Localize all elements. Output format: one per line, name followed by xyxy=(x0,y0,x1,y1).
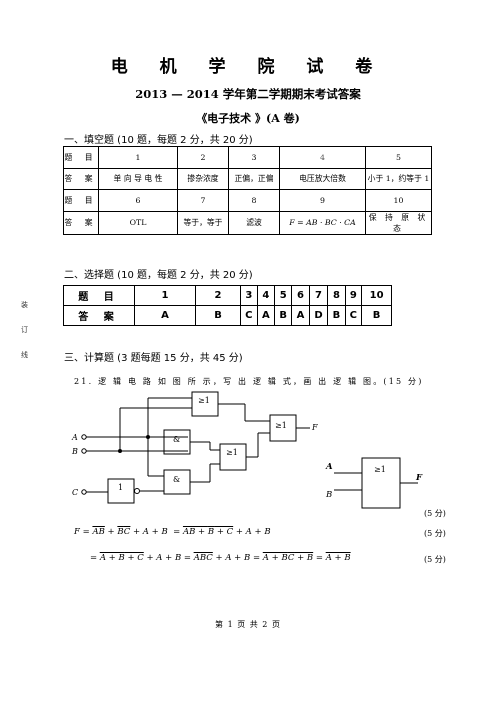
exam-subtitle: 2013 — 2014 学年第二学期期末考试答案 xyxy=(135,87,361,101)
table-row: 答 案 单 向 导 电 性 掺杂浓度 正偏，正偏 电压放大倍数 小于 1，约等于… xyxy=(63,167,432,190)
table-row: 题 目 1 2 3 4 5 6 7 8 9 10 xyxy=(63,285,392,306)
choice-answer-table: 题 目 1 2 3 4 5 6 7 8 9 10 答 案 A B C A B A… xyxy=(63,285,392,326)
table-row: 题 目 6 7 8 9 10 xyxy=(63,189,432,212)
section1-heading: 一、填空题 (10 题，每题 2 分，共 20 分) xyxy=(64,135,253,146)
course-name: 《电子技术 》(A 卷) xyxy=(196,112,300,125)
circuit-input-c: C xyxy=(72,488,78,497)
logic-circuit-diagram: A B C F ≥1 & 1 & ≥1 ≥1 xyxy=(71,391,318,504)
score-2: (5 分) xyxy=(424,529,446,538)
answer-gate-symbol: ≥1 xyxy=(374,465,386,474)
or-gate-label: ≥1 xyxy=(226,448,238,457)
or-gate-label: ≥1 xyxy=(198,396,210,405)
binding-mark-3: 线 xyxy=(21,351,28,359)
fill-in-answer-table: 题 目 1 2 3 4 5 答 案 单 向 导 电 性 掺杂浓度 正偏，正偏 电… xyxy=(63,146,432,235)
answer-output-f: F xyxy=(415,473,423,483)
binding-mark-2: 订 xyxy=(21,326,28,334)
derivation-line-2: = A + B + C + A + B = ABC + A + B = A + … xyxy=(90,553,351,563)
score-3: (5 分) xyxy=(424,555,446,564)
page-footer: 第 1 页 共 2 页 xyxy=(215,620,281,629)
table-row: 题 目 1 2 3 4 5 xyxy=(63,146,432,169)
circuit-output-f: F xyxy=(311,423,318,432)
table-row: 答 案 A B C A B A D B C B xyxy=(63,305,392,326)
derivation-line-1: F = AB + BC + A + B = AB + B + C + A + B xyxy=(74,527,271,537)
answer-input-b: B xyxy=(325,490,332,500)
table-row: 答 案 OTL 等于，等于 滤波 F = AB · BC · CA 保 持 原 … xyxy=(63,210,432,235)
and-gate-label: & xyxy=(173,435,180,444)
answer-input-a: A xyxy=(325,462,333,472)
section3-heading: 三、计算题 (3 题每题 15 分，共 45 分) xyxy=(64,353,243,364)
formula-cell: F = AB · BC · CA xyxy=(279,210,366,235)
circuit-input-b: B xyxy=(71,447,78,456)
and-gate-label: & xyxy=(173,475,180,484)
answer-logic-symbol: A B F ≥1 xyxy=(325,457,423,509)
section2-heading: 二、选择题 (10 题，每题 2 分，共 20 分) xyxy=(64,270,253,281)
not-gate-label: 1 xyxy=(118,483,123,492)
score-1: (5 分) xyxy=(424,509,446,518)
circuit-input-a: A xyxy=(71,433,78,442)
or-gate-label: ≥1 xyxy=(275,421,287,430)
question-21: 21. 逻 辑 电 路 如 图 所 示，写 出 逻 辑 式，画 出 逻 辑 图。… xyxy=(74,377,424,386)
binding-mark-1: 装 xyxy=(21,301,28,309)
exam-title: 电 机 学 院 试 卷 xyxy=(110,57,386,77)
